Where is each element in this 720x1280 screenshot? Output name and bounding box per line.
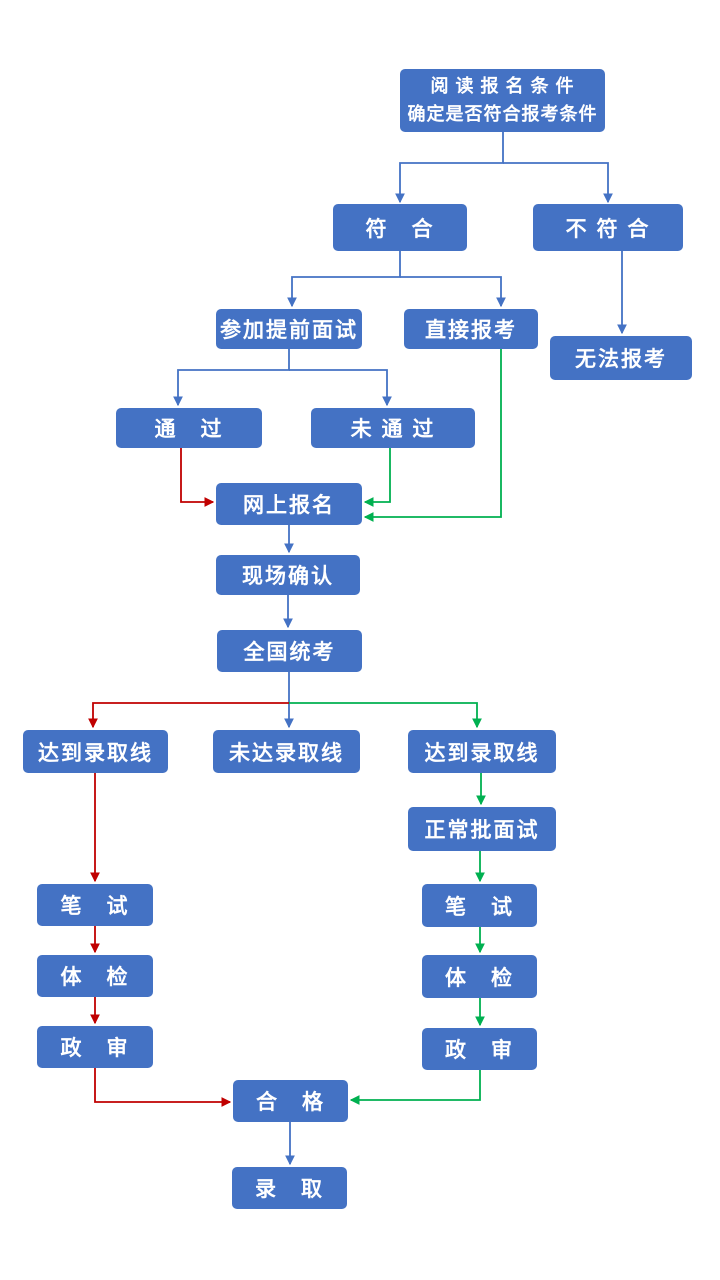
node-reach-admission-line-right: 达到录取线: [408, 730, 556, 773]
connector-political-left-to-qualified: [94, 1068, 232, 1107]
node-onsite-confirmation: 现场确认: [216, 555, 360, 595]
node-online-registration: 网上报名: [216, 483, 362, 525]
node-political-review-right: 政 审: [422, 1028, 537, 1070]
node-reach-admission-line-left: 达到录取线: [23, 730, 168, 773]
node-read-conditions: 阅 读 报 名 条 件确定是否符合报考条件: [400, 69, 605, 132]
node-national-exam: 全国统考: [217, 630, 362, 672]
node-meets: 符 合: [333, 204, 467, 251]
node-normal-batch-interview: 正常批面试: [408, 807, 556, 851]
node-not-pass: 未 通 过: [311, 408, 475, 448]
node-pass: 通 过: [116, 408, 262, 448]
node-physical-exam-left: 体 检: [37, 955, 153, 997]
connector-early-interview-to-not-pass: [289, 369, 392, 407]
node-political-review-left: 政 审: [37, 1026, 153, 1068]
connector-read-to-meets: [395, 132, 504, 204]
node-read-conditions-line-1: 阅 读 报 名 条 件: [430, 75, 575, 96]
connector-read-to-not-meets: [503, 162, 613, 204]
connector-not-pass-to-online-registration: [363, 448, 391, 507]
node-qualified: 合 格: [233, 1080, 348, 1122]
node-admitted: 录 取: [232, 1167, 347, 1209]
connector-political-right-to-qualified: [349, 1070, 481, 1105]
node-direct-apply: 直接报考: [404, 309, 538, 349]
node-written-test-right: 笔 试: [422, 884, 537, 927]
connector-pass-to-online-registration: [180, 448, 215, 507]
connector-exam-to-right-line: [289, 702, 482, 729]
node-below-admission-line: 未达录取线: [213, 730, 360, 773]
node-written-test-left: 笔 试: [37, 884, 153, 926]
connector-exam-to-left-line: [88, 702, 289, 729]
connector-meets-to-direct-apply: [400, 276, 506, 308]
connector-meets-to-early-interview: [287, 251, 401, 308]
node-physical-exam-right: 体 检: [422, 955, 537, 998]
connector-early-interview-to-pass: [173, 349, 290, 407]
node-read-conditions-line-2: 确定是否符合报考条件: [407, 103, 598, 124]
node-early-interview: 参加提前面试: [216, 309, 362, 349]
connector-direct-apply-to-online-registration: [363, 349, 502, 522]
node-not-meets: 不 符 合: [533, 204, 683, 251]
node-cannot-apply: 无法报考: [550, 336, 692, 380]
